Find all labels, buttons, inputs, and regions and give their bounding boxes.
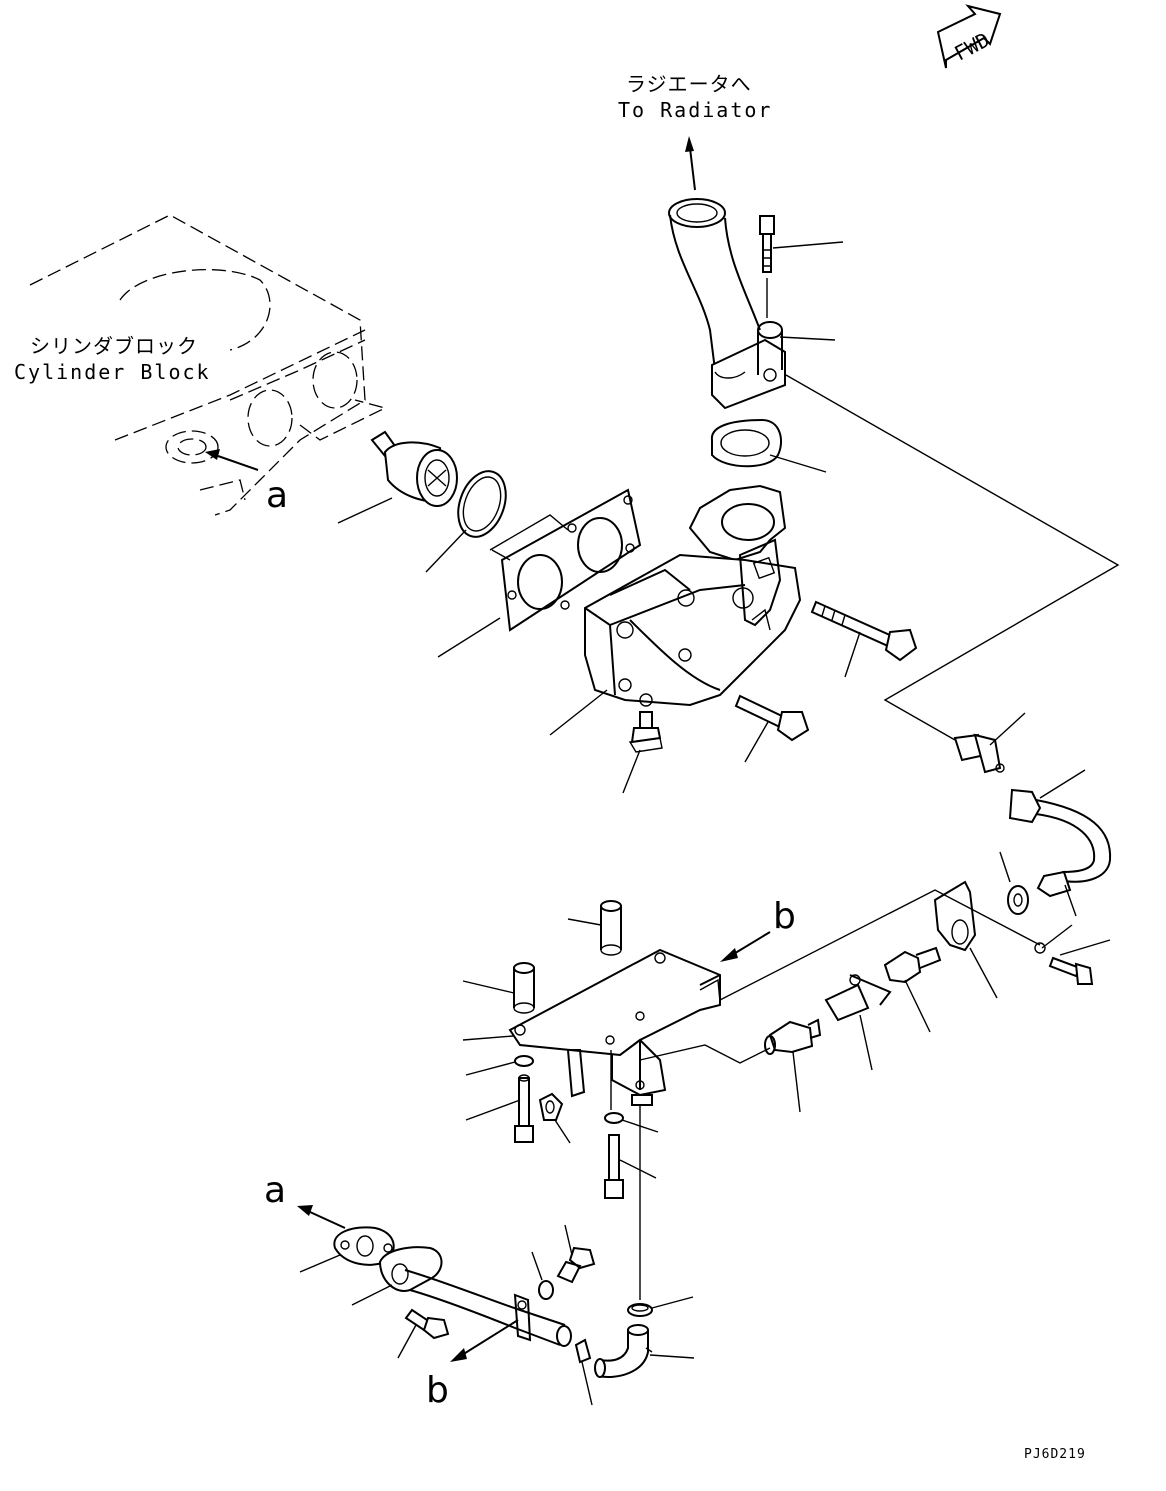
fitting-b <box>764 1018 822 1055</box>
radiator-label-en: To Radiator <box>618 98 772 122</box>
main-bracket <box>508 948 721 1106</box>
bolt-left <box>514 1074 534 1143</box>
nut-left <box>538 1092 564 1121</box>
spacer-1 <box>600 900 622 956</box>
bolt-top <box>759 215 775 273</box>
bolt-housing-right <box>810 600 918 662</box>
fwd-label: FWD <box>950 27 993 65</box>
drain-cock <box>628 693 663 753</box>
gasket-plate <box>500 488 642 632</box>
fwd-arrow-icon: FWD <box>936 4 1002 69</box>
ref-a-bottom: a <box>264 1170 286 1211</box>
connector-fitting <box>953 733 1005 774</box>
hose-clamp-lower <box>574 1338 592 1364</box>
spacer-2 <box>513 962 535 1014</box>
bolt-above-pipe <box>556 1246 596 1284</box>
tube-right <box>1008 788 1112 898</box>
water-outlet-pipe <box>668 198 786 410</box>
hose-clamp-upper <box>627 1303 653 1317</box>
ref-a-top: a <box>266 475 288 516</box>
thermostat-housing <box>584 484 802 707</box>
radiator-label-jp: ラジエータへ <box>626 72 752 96</box>
cylinder-block-label-jp: シリンダブロック <box>30 334 198 358</box>
cylinder-block-label-en: Cylinder Block <box>14 360 211 384</box>
bolt-housing-lower <box>734 694 810 742</box>
cylinder-block <box>29 214 387 516</box>
bolt-under-pipe <box>404 1308 450 1340</box>
bolt-right <box>604 1134 624 1199</box>
radiator-arrow <box>685 136 696 191</box>
hose <box>594 1324 653 1378</box>
clamp <box>824 974 892 1022</box>
bracket-right <box>933 880 977 952</box>
thermostat <box>370 430 458 507</box>
drawing-code: PJ6D219 <box>1024 1447 1086 1462</box>
fitting-a <box>883 946 942 984</box>
ref-b-top: b <box>773 896 796 937</box>
ref-b-bottom: b <box>426 1370 449 1411</box>
